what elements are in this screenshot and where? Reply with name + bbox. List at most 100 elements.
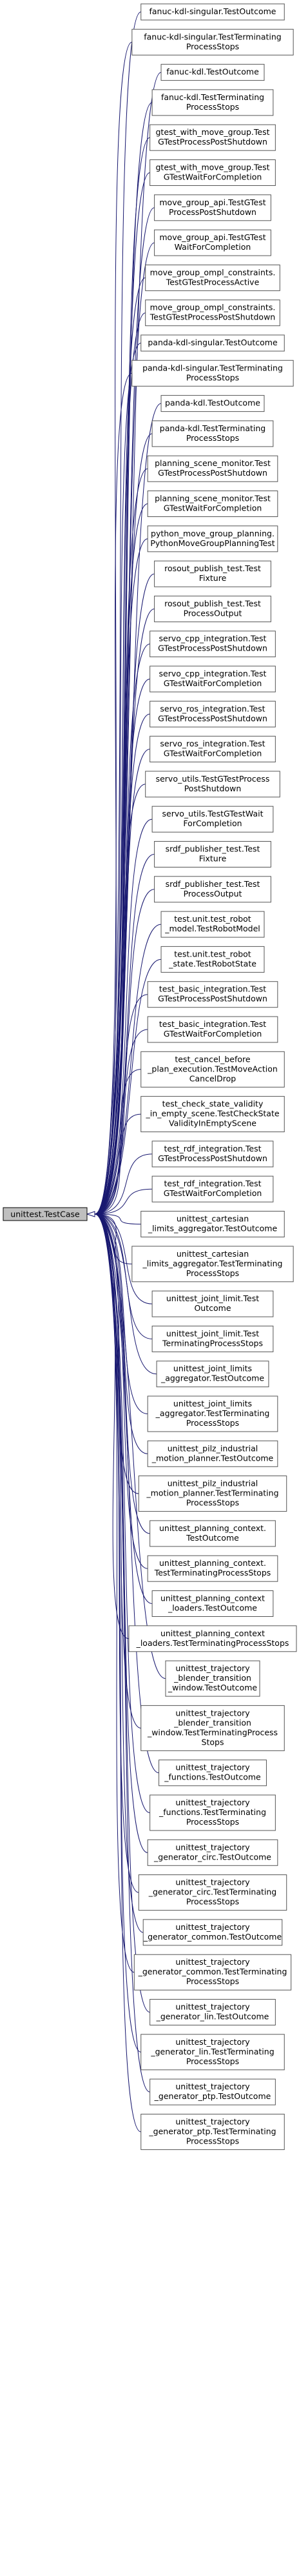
class-node-box[interactable]	[150, 1520, 276, 1547]
class-node-label[interactable]: GTestProcessPostShutdown	[158, 468, 267, 478]
class-node-label[interactable]: move_group_ompl_constraints.	[150, 303, 276, 312]
class-node[interactable]: unittest_joint_limits_aggregator.TestTer…	[147, 1395, 278, 1432]
class-node-label[interactable]: unittest_planning_context.	[159, 1558, 266, 1568]
class-node-label[interactable]: PostShutdown	[184, 784, 242, 793]
class-node-label[interactable]: _generator_common.TestOutcome	[143, 1932, 282, 1942]
class-node-label[interactable]: _aggregator.TestOutcome	[160, 1374, 264, 1383]
class-node-box[interactable]	[140, 334, 285, 352]
class-node-label[interactable]: _generator_circ.TestOutcome	[153, 1852, 271, 1861]
class-node-label[interactable]: _generator_lin.TestOutcome	[156, 2012, 269, 2022]
class-node[interactable]: gtest_with_move_group.TestGTestProcessPo…	[150, 124, 276, 151]
class-node-box[interactable]	[156, 1361, 269, 1388]
class-node-label[interactable]: _functions.TestOutcome	[164, 1772, 261, 1782]
class-node-label[interactable]: GTestProcessPostShutdown	[158, 994, 267, 1004]
class-node-label[interactable]: _window.TestOutcome	[168, 1683, 257, 1692]
class-node-label[interactable]: unittest_trajectory	[175, 1878, 250, 1887]
class-node-label[interactable]: ProcessStops	[186, 1897, 239, 1907]
class-node-label[interactable]: GTestProcessPostShutdown	[158, 713, 267, 723]
class-node[interactable]: unittest_planning_context.TestTerminatin…	[147, 1555, 278, 1582]
class-node-label[interactable]: srdf_publisher_test.Test	[166, 844, 260, 854]
class-node-label[interactable]: _limits_aggregator.TestTerminating	[142, 1259, 283, 1268]
class-node-box[interactable]	[151, 1325, 274, 1352]
class-node[interactable]: unittest_trajectory_generator_common.Tes…	[142, 1919, 283, 1946]
class-node-label[interactable]: _motion_planner.TestOutcome	[151, 1453, 274, 1463]
class-node-label[interactable]: unittest_cartesian	[177, 1214, 249, 1224]
class-node-box[interactable]	[133, 1954, 292, 1991]
class-node[interactable]: servo_utils.TestGTestProcessPostShutdown	[145, 771, 280, 798]
class-node-label[interactable]: rosout_publish_test.Test	[164, 598, 261, 608]
class-node[interactable]: unittest_joint_limit.TestOutcome	[151, 1290, 274, 1317]
class-node[interactable]: unittest_trajectory_blender_transition_w…	[165, 1660, 260, 1697]
class-node-box[interactable]	[150, 1999, 276, 2025]
class-node-label[interactable]: GTestProcessPostShutdown	[158, 644, 267, 653]
class-node[interactable]: test.unit.test_robot_model.TestRobotMode…	[160, 911, 265, 938]
class-node-label[interactable]: _functions.TestTerminating	[159, 1807, 266, 1817]
class-node[interactable]: panda-kdl.TestOutcome	[160, 395, 265, 412]
class-node[interactable]: unittest_planning_context_loaders.TestTe…	[128, 1625, 297, 1652]
class-node-label[interactable]: unittest_trajectory	[175, 1663, 250, 1673]
class-node-label[interactable]: Fixture	[199, 573, 227, 583]
class-node-label[interactable]: unittest_trajectory	[175, 2082, 250, 2091]
class-node-box[interactable]	[151, 1141, 274, 1168]
class-node[interactable]: unittest_planning_context_loaders.TestOu…	[151, 1590, 274, 1617]
class-node-label[interactable]: Stops	[202, 1737, 224, 1747]
class-node-label[interactable]: unittest_trajectory	[175, 1708, 250, 1718]
class-node-label[interactable]: ProcessStops	[186, 372, 239, 382]
class-node-label[interactable]: move_group_ompl_constraints.	[150, 267, 276, 277]
class-node-label[interactable]: unittest_trajectory	[175, 1842, 250, 1852]
class-node[interactable]: test_rdf_integration.TestGTestProcessPos…	[151, 1141, 274, 1168]
class-node-box[interactable]	[131, 1246, 294, 1283]
class-node-box[interactable]	[159, 1760, 267, 1787]
class-node-label[interactable]: _generator_common.TestTerminating	[138, 1967, 287, 1976]
class-node-label[interactable]: ProcessStops	[186, 433, 239, 443]
class-node-box[interactable]	[154, 876, 271, 903]
class-node-label[interactable]: ProcessOutput	[184, 889, 242, 898]
class-node[interactable]: unittest_trajectory_blender_transition_w…	[140, 1705, 285, 1751]
class-node-box[interactable]	[145, 299, 280, 327]
class-node[interactable]: test_check_state_validity_in_empty_scene…	[140, 1096, 285, 1133]
class-node-label[interactable]: PythonMoveGroupPlanningTest	[150, 538, 275, 548]
class-node[interactable]: unittest_trajectory_generator_circ.TestT…	[138, 1874, 287, 1911]
class-node-label[interactable]: unittest_trajectory	[175, 1763, 250, 1772]
class-node-label[interactable]: unittest_joint_limits	[173, 1364, 252, 1374]
class-node-label[interactable]: Outcome	[194, 1303, 231, 1313]
class-node-label[interactable]: ProcessStops	[186, 1817, 239, 1827]
class-node-box[interactable]	[147, 525, 278, 553]
class-node-box[interactable]	[138, 1476, 287, 1512]
class-node-label[interactable]: fanuc-kdl-singular.TestTerminating	[144, 32, 282, 41]
class-node-label[interactable]: GTestWaitForCompletion	[164, 1029, 262, 1039]
class-node[interactable]: unittest_planning_context.TestOutcome	[150, 1520, 276, 1547]
class-node-box[interactable]	[131, 360, 294, 387]
root-class-label[interactable]: unittest.TestCase	[10, 1210, 80, 1219]
class-node-box[interactable]	[150, 631, 276, 658]
class-node-label[interactable]: GTestWaitForCompletion	[164, 172, 262, 182]
class-node-label[interactable]: test_basic_integration.Test	[159, 984, 266, 994]
class-node-label[interactable]: TestGTestProcessActive	[166, 277, 260, 287]
class-node-label[interactable]: _blender_transition	[173, 1673, 251, 1683]
class-node-label[interactable]: rosout_publish_test.Test	[164, 563, 261, 573]
class-node[interactable]: move_group_api.TestGTestWaitForCompletio…	[154, 229, 271, 256]
class-node-box[interactable]	[154, 841, 271, 867]
class-node[interactable]: move_group_ompl_constraints.TestGTestPro…	[145, 299, 280, 327]
class-node-label[interactable]: panda-kdl.TestOutcome	[165, 398, 260, 408]
class-node-label[interactable]: GTestWaitForCompletion	[164, 749, 262, 758]
class-node[interactable]: servo_ros_integration.TestGTestProcessPo…	[150, 700, 276, 727]
class-node-label[interactable]: unittest_pilz_industrial	[168, 1479, 258, 1488]
class-node-box[interactable]	[154, 595, 271, 622]
class-node-box[interactable]	[150, 700, 276, 727]
class-node-label[interactable]: panda-kdl-singular.TestTerminating	[142, 363, 283, 372]
class-node[interactable]: fanuc-kdl.TestOutcome	[160, 64, 265, 81]
class-node-box[interactable]	[150, 665, 276, 693]
class-node[interactable]: unittest_pilz_industrial_motion_planner.…	[138, 1476, 287, 1512]
class-node-label[interactable]: test_check_state_validity	[162, 1099, 264, 1109]
class-node-label[interactable]: unittest_pilz_industrial	[168, 1443, 258, 1453]
class-node-label[interactable]: gtest_with_move_group.Test	[155, 163, 269, 172]
class-node-label[interactable]: Fixture	[199, 854, 227, 864]
class-node-label[interactable]: unittest_joint_limits	[173, 1399, 252, 1408]
class-node-box[interactable]	[147, 455, 278, 482]
class-node[interactable]: unittest_trajectory_generator_ptp.TestTe…	[140, 2113, 285, 2150]
class-node[interactable]: unittest_trajectory_functions.TestTermin…	[150, 1794, 276, 1831]
